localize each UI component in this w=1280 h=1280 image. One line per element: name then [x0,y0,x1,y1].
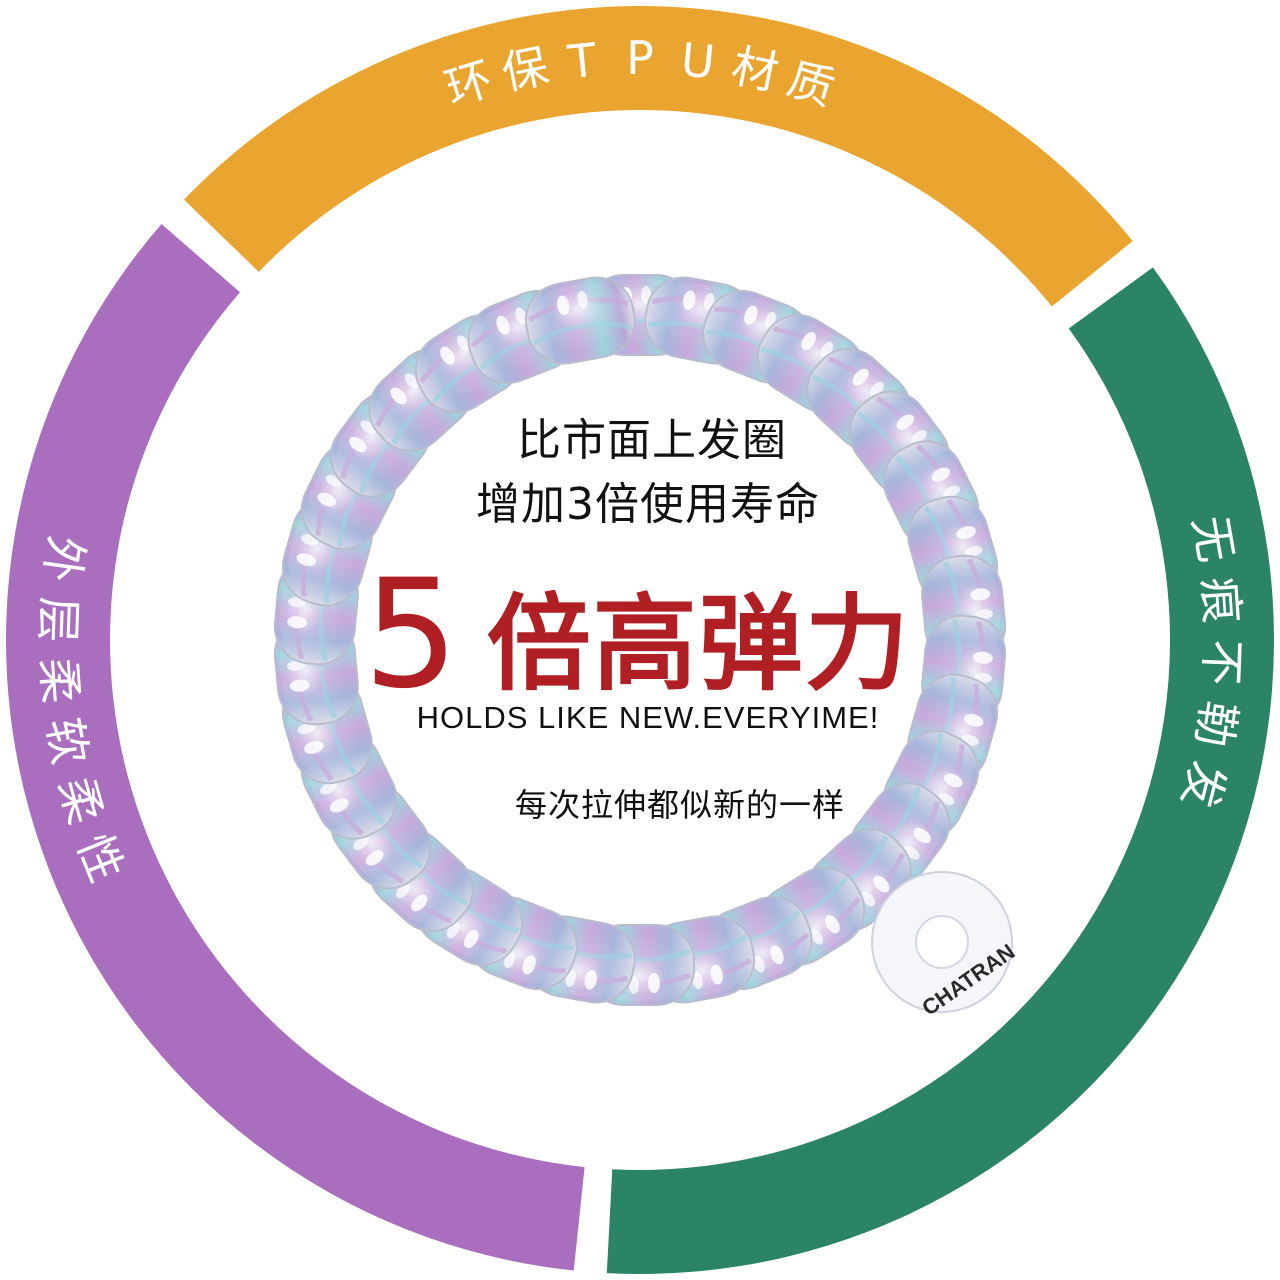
svg-text:层: 层 [31,596,87,644]
coil-bead [524,276,636,365]
svg-text:U: U [678,32,717,89]
english-slogan: HOLDS LIKE NEW.EVERYIME! [416,700,880,735]
segment-top-orange [183,6,1133,307]
svg-text:柔: 柔 [31,656,88,706]
svg-text:软: 软 [36,714,97,769]
tagline: 每次拉伸都似新的一样 [514,786,845,824]
svg-text:不: 不 [1194,638,1250,686]
headline-text: 倍高弹力 [486,583,911,705]
svg-text:保: 保 [497,38,553,100]
svg-text:勒: 勒 [1186,697,1246,750]
svg-text:外: 外 [34,532,94,585]
segment-left-purple [6,224,585,1271]
brand-tag: CHATRAN [871,871,1019,1021]
segment-right-green [606,267,1274,1275]
svg-text:P: P [626,31,654,85]
headline-number: 5 [363,548,461,722]
svg-text:无: 无 [1183,512,1244,567]
ring-segments [6,6,1274,1275]
svg-text:痕: 痕 [1192,576,1249,626]
claim-line-1: 比市面上发圈 [517,415,787,466]
svg-text:材: 材 [727,38,783,100]
svg-text:T: T [565,33,600,90]
claim-line-2: 增加3倍使用寿命 [476,479,820,530]
hair-tie-coil [273,274,1007,1006]
